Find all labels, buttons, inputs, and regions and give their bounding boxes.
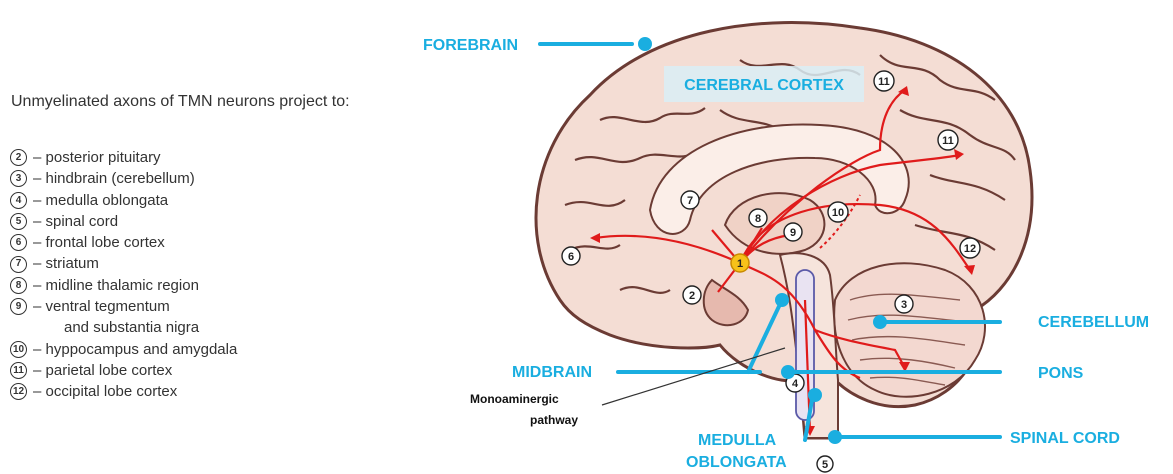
marker-5: 5 [817,456,833,472]
label-spinal-cord: SPINAL CORD [1010,430,1120,447]
monoaminergic-leader [602,348,785,405]
marker-7: 7 [681,191,699,209]
svg-text:12: 12 [964,243,976,255]
marker-2: 2 [683,286,701,304]
svg-text:2: 2 [689,290,695,302]
svg-text:CEREBRAL CORTEX: CEREBRAL CORTEX [684,77,844,94]
svg-text:4: 4 [792,378,799,390]
svg-text:6: 6 [568,251,574,263]
svg-text:11: 11 [878,76,890,88]
marker-8: 8 [749,209,767,227]
marker-11-upper: 11 [874,71,894,91]
svg-text:5: 5 [822,459,828,471]
tmn-origin-marker: 1 [731,254,749,272]
label-midbrain: MIDBRAIN [512,364,592,381]
label-oblongata: OBLONGATA [686,454,787,471]
svg-text:11: 11 [942,135,954,147]
svg-text:8: 8 [755,213,761,225]
marker-6: 6 [562,247,580,265]
label-forebrain: FOREBRAIN [423,37,518,54]
cerebral-cortex-label: CEREBRAL CORTEX [664,66,864,102]
svg-text:9: 9 [790,227,796,239]
label-pons: PONS [1038,365,1084,382]
svg-text:3: 3 [901,299,907,311]
svg-text:10: 10 [832,207,844,219]
marker-9: 9 [784,223,802,241]
marker-10: 10 [828,202,848,222]
label-pathway: pathway [530,413,578,427]
svg-text:1: 1 [737,258,743,270]
label-cerebellum: CEREBELLUM [1038,314,1149,331]
label-monoaminergic: Monoaminergic [470,392,559,406]
marker-11-lower: 11 [938,130,958,150]
marker-12: 12 [960,238,980,258]
marker-3: 3 [895,295,913,313]
svg-text:7: 7 [687,195,693,207]
label-medulla: MEDULLA [698,432,777,449]
